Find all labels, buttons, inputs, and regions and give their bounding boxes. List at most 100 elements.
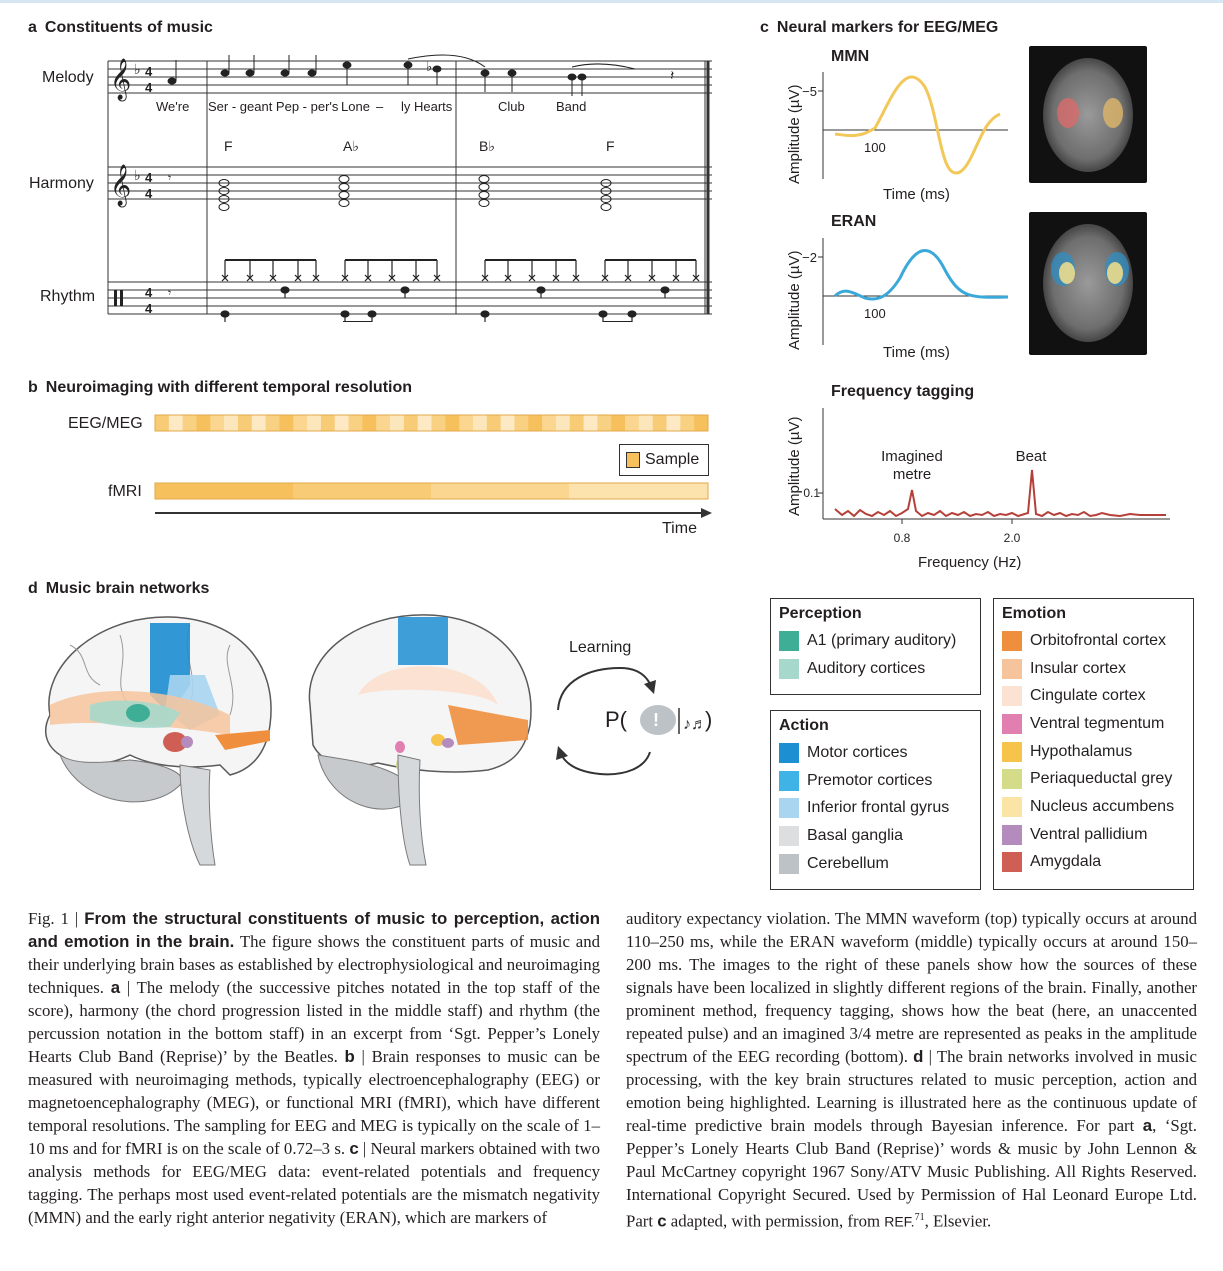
legend-swatch [1002,796,1022,817]
freq-chart: Amplitude (µV) 0.1 0.8 2.0 Frequency (Hz… [786,408,1170,571]
eeg-sample [666,415,681,431]
legend-label: Cerebellum [807,854,889,872]
temporal-resolution-graphic [154,414,712,518]
amygdala-region [163,732,187,752]
panel-a-title: Constituents of music [44,19,213,36]
eeg-sample [611,415,626,431]
cingulate-region [358,666,498,705]
mmn-chart: Amplitude (µV) −5 100 Time (ms) [786,72,1008,203]
legend-label: Premotor cortices [807,771,933,789]
eeg-sample [403,415,419,431]
freq-title: Frequency tagging [831,383,975,400]
ofc-region [215,730,270,750]
top-rule [0,0,1223,3]
legend-swatch [779,853,799,874]
panel-d-title: Music brain networks [45,580,210,597]
legend-item: Motor cortices [771,739,980,767]
sample-swatch [626,452,640,468]
eeg-sample [431,415,446,431]
eran-xlabel: Time (ms) [883,344,950,361]
caption-text: The figure shows the constituent parts o… [28,932,601,997]
harmony-label: Harmony [29,175,94,192]
mmn-xlabel: Time (ms) [883,186,950,203]
rest-icon: 𝄾 [168,171,171,185]
eeg-sample [320,415,336,431]
music-score: 𝄞 𝄞 ♭ ♭ 44 44 44 ♭ 𝄽 𝄾 𝄾 [107,54,712,322]
legend-swatch [779,825,799,846]
rest-icon: 𝄾 [168,286,171,300]
caption-panel-ref: c [657,1211,667,1231]
eeg-sample [652,415,668,431]
pallidum-region [442,738,454,748]
legend-item: Cingulate cortex [994,682,1193,710]
panel-b-letter: b [28,379,38,396]
legend-emotion-title: Emotion [1002,605,1066,622]
sample-label: Sample [645,451,700,468]
tie-curve [407,54,486,68]
freq-xtick: 0.8 [894,531,911,545]
legend-swatch [779,742,799,763]
eeg-sample-strip [155,415,709,431]
eeg-sample [583,415,598,431]
legend-item: Basal ganglia [771,822,980,850]
legend-label: Ventral pallidium [1030,825,1148,843]
legend-label: Hypothalamus [1030,742,1133,760]
svg-text:4: 4 [145,170,153,185]
legend-action-title: Action [779,717,829,734]
chord-label: F [606,138,615,154]
eeg-sample [514,415,529,431]
flat-icon: ♭ [134,61,141,77]
legend-swatch [779,658,799,679]
svg-text:4: 4 [145,186,153,201]
pallidum-region [181,736,193,748]
caption-ref-number[interactable]: 71 [914,1212,925,1223]
brainstem-region [179,764,216,866]
learning-label: Learning [569,639,632,656]
eeg-sample [265,415,280,431]
harmony-staff [108,166,712,200]
legend-perception-title: Perception [779,605,862,622]
caption-title: From the structural constituents of musi… [28,909,600,951]
caption-ref-link[interactable]: REF. [884,1213,915,1230]
legend-swatch [779,798,799,819]
caption-panel-ref: a [110,978,121,997]
lyric-word: We're [156,99,190,114]
legend-item: Amygdala [994,849,1193,877]
rhythm-staff [108,281,712,315]
legend-label: Periaqueductal grey [1030,770,1173,788]
brain-icon [640,705,676,735]
panel-a-letter: a [28,19,37,36]
mmn-xtick: 100 [864,140,886,155]
eeg-sample [445,415,460,431]
legend-item: Ventral tegmentum [994,710,1193,738]
panel-b-heading: b Neuroimaging with different temporal re… [28,379,412,397]
lyric-word: Club [498,99,525,114]
rest-icon: 𝄽 [670,67,674,83]
panel-b-title: Neuroimaging with different temporal res… [45,379,413,396]
freq-spectrum [834,469,1166,518]
caption-text: | The brain networks involved in music p… [626,1047,1197,1135]
lyric-word: ly Hearts [401,99,453,114]
caption-text: | Brain responses to music can be measur… [28,1047,600,1158]
panel-c-title: Neural markers for EEG/MEG [776,19,999,36]
legend-label: Cingulate cortex [1030,687,1146,705]
motor-cortex-region [398,617,448,665]
eeg-sample [251,415,267,431]
learning-cycle-graphic: ! ♪♬ [556,666,707,776]
learning-arrow-top [557,666,651,711]
eeg-sample [459,415,474,431]
eeg-sample [334,415,350,431]
time-signatures: 44 44 44 [145,64,153,316]
caption-panel-ref: a [1142,1116,1153,1135]
eeg-sample [293,415,308,431]
eeg-sample [168,415,184,431]
caption-text: , ‘Sgt. Pepper’s Lonely Hearts Club Band… [626,1116,1198,1231]
legend-item: A1 (primary auditory) [771,627,980,655]
legend-label: Ventral tegmentum [1030,714,1165,732]
formula-left: P( [605,707,627,732]
legend-item: Premotor cortices [771,767,980,795]
bar-lines [107,61,710,314]
